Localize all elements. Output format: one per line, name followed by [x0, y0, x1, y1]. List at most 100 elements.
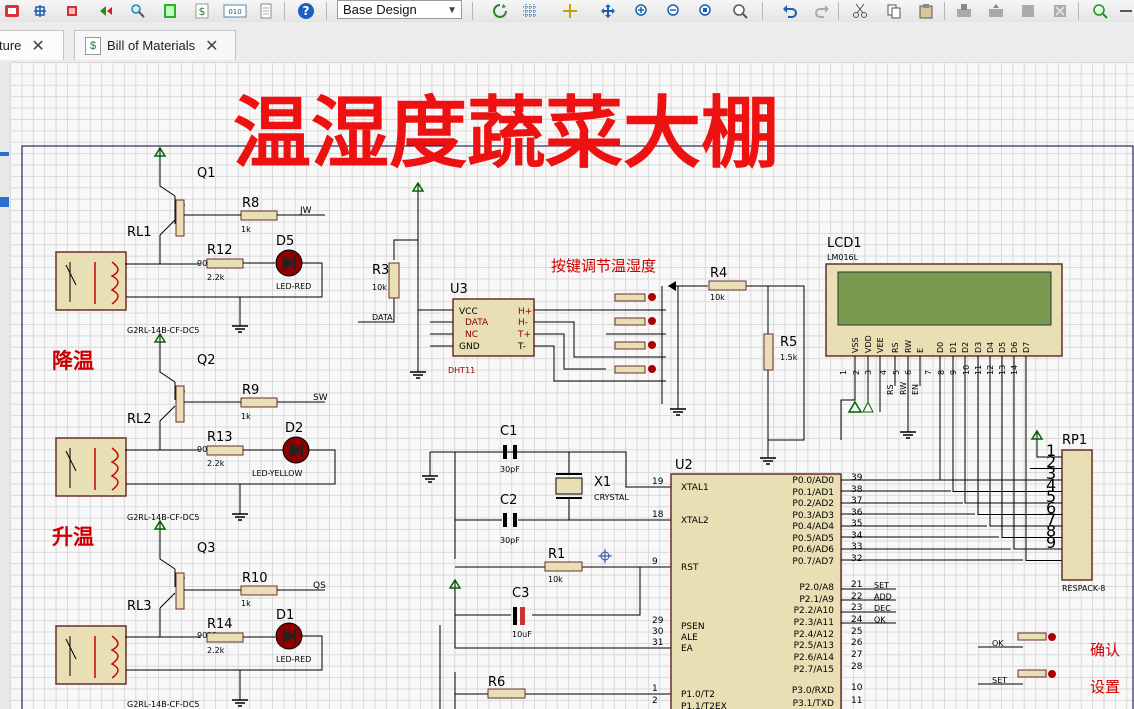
block-move-icon[interactable] — [986, 1, 1006, 21]
p2-net-label: OK — [874, 616, 886, 625]
mcu-pin-number: 9 — [652, 557, 658, 567]
bus-icon[interactable] — [2, 1, 22, 21]
mcu-pin-name: P0.3/AD3 — [792, 511, 834, 521]
mcu-pin-name: ALE — [681, 633, 698, 643]
svg-text:按键调节温湿度: 按键调节温湿度 — [551, 257, 656, 275]
mcu-pin-number: 11 — [851, 696, 862, 706]
tab-schematic[interactable]: ture ✕ — [0, 30, 64, 60]
lcd-pin-name: D3 — [974, 342, 983, 353]
block-delete-icon[interactable] — [1050, 1, 1070, 21]
lcd-pin-number: 1 — [839, 370, 848, 375]
svg-text:R10: R10 — [242, 571, 268, 586]
mcu-pin-name: P1.1/T2EX — [681, 702, 727, 709]
audio-icon[interactable] — [62, 1, 82, 21]
zoom-all-icon[interactable] — [696, 1, 716, 21]
component-icon[interactable] — [30, 1, 50, 21]
more-icon[interactable] — [1116, 1, 1134, 21]
ok-set-buttons[interactable]: 确认 设置 OK SET — [978, 632, 1120, 696]
reset-circuit[interactable]: R1 10k C3 10uF R6 — [439, 547, 671, 709]
svg-text:10k: 10k — [548, 575, 563, 584]
zoom-in-icon[interactable] — [632, 1, 652, 21]
tab-bill-of-materials[interactable]: $ Bill of Materials ✕ — [74, 30, 236, 60]
block-rotate-icon[interactable] — [1018, 1, 1038, 21]
close-icon[interactable]: ✕ — [205, 37, 219, 55]
lcd-module[interactable]: LCD1 LM016L VSS1VDD2VEE3RS4RW5E6D07D18D2… — [825, 236, 1063, 561]
mcu-pin-name: P2.3/A11 — [794, 618, 834, 628]
lcd-pin-number: 9 — [949, 370, 958, 375]
mcu-pin-name: P0.0/AD0 — [792, 476, 834, 486]
mcu-8051[interactable]: U2 19XTAL118XTAL29RST29PSEN30ALE31EA1P1.… — [652, 458, 1023, 709]
relay-stage-1[interactable]: RL1 G2RL-14B-CF-DC5 Q1 R8 1k JW R12 9012… — [52, 147, 325, 373]
svg-text:U3: U3 — [450, 282, 468, 297]
mcu-pin-number: 27 — [851, 650, 862, 660]
lcd-pin-number: 10 — [962, 365, 971, 375]
report-icon[interactable] — [128, 1, 148, 21]
svg-text:LM016L: LM016L — [827, 253, 859, 262]
mcu-pin-number: 34 — [851, 531, 863, 541]
svg-text:LCD1: LCD1 — [827, 236, 862, 251]
svg-text:D1: D1 — [276, 608, 294, 623]
lcd-pin-name: VEE — [876, 337, 885, 353]
zoom-out-icon[interactable] — [664, 1, 684, 21]
mcu-pin-number: 25 — [851, 627, 862, 637]
cut-icon[interactable] — [850, 1, 870, 21]
svg-text:10uF: 10uF — [512, 630, 532, 639]
mcu-pin-name: P3.0/RXD — [792, 686, 834, 696]
mcu-pin-number: 36 — [851, 508, 863, 518]
relay-stage-2[interactable]: RL2 G2RL-14B-CF-DC5 Q2 R9 1k SW R13 9012… — [52, 333, 336, 549]
origin-icon[interactable] — [560, 1, 580, 21]
svg-text:R5: R5 — [780, 335, 797, 350]
grid-icon[interactable] — [520, 1, 540, 21]
lcd-pin-number: 13 — [998, 365, 1007, 375]
block-copy-icon[interactable] — [954, 1, 974, 21]
lcd-pin-name: D5 — [998, 342, 1007, 353]
svg-text:LED-YELLOW: LED-YELLOW — [252, 469, 302, 478]
rp-pin-number: 7 — [1046, 510, 1056, 529]
dollar-icon[interactable]: $ — [192, 1, 212, 21]
mcu-pin-name: P2.4/A12 — [794, 630, 834, 640]
help-icon[interactable]: ? — [296, 1, 316, 21]
lcd-pin-number: 5 — [892, 370, 901, 375]
lcd-net-label: RW — [899, 382, 908, 395]
svg-text:DHT11: DHT11 — [448, 366, 475, 375]
main-toolbar: $ 010 ? Base Design▼ — [0, 0, 1134, 23]
copy-icon[interactable] — [884, 1, 904, 21]
relay-stage-3[interactable]: RL3 G2RL-14B-CF-DC5 Q3 R10 1k QS R14 901… — [55, 520, 326, 709]
svg-text:R1: R1 — [548, 547, 565, 562]
tab-label: Bill of Materials — [107, 38, 196, 53]
lcd-pin-name: D4 — [986, 342, 995, 353]
label-heat: 升温 — [52, 525, 94, 549]
lcd-net-label: EN — [911, 384, 920, 395]
svg-text:1k: 1k — [241, 225, 251, 234]
mcu-pin-name: P2.1/A9 — [799, 595, 834, 605]
binary-icon[interactable]: 010 — [222, 1, 248, 21]
close-icon[interactable]: ✕ — [31, 37, 45, 55]
undo-icon[interactable] — [780, 1, 800, 21]
document-icon[interactable] — [256, 1, 276, 21]
r4-r5-divider[interactable]: R4 10k R5 1.5k — [668, 266, 805, 465]
design-select[interactable]: Base Design▼ — [337, 0, 462, 19]
svg-text:30pF: 30pF — [500, 536, 520, 545]
svg-text:OK: OK — [992, 639, 1004, 648]
p2-net-label: DEC — [874, 604, 891, 613]
svg-text:VCC: VCC — [459, 307, 478, 317]
key-buttons[interactable]: 按键调节温湿度 — [551, 257, 687, 416]
dht11-sensor[interactable]: R3 10k DATA U3 DHT11 VCC DATA NC GND H+ … — [358, 182, 606, 382]
zoom-area-icon[interactable] — [730, 1, 750, 21]
svg-text:R6: R6 — [488, 675, 505, 690]
lcd-pin-number: 7 — [924, 370, 933, 375]
schematic-canvas[interactable]: 温湿度蔬菜大棚 RL1 G2RL-14B-CF-DC5 Q1 R8 1k JW … — [10, 62, 1134, 709]
paste-icon[interactable] — [916, 1, 936, 21]
svg-text:C3: C3 — [512, 586, 529, 601]
zoom-search-icon[interactable] — [96, 1, 116, 21]
crystal-circuit[interactable]: C1 30pF C2 30pF X1 CRYSTAL — [421, 424, 671, 559]
schematic-title: 温湿度蔬菜大棚 — [233, 89, 779, 179]
dollar-icon-1[interactable] — [160, 1, 180, 21]
pan-icon[interactable] — [598, 1, 618, 21]
pick-device-icon[interactable] — [1090, 1, 1110, 21]
svg-text:RL1: RL1 — [127, 225, 152, 240]
refresh-icon[interactable] — [490, 1, 510, 21]
svg-text:NC: NC — [465, 330, 478, 340]
redo-icon[interactable] — [812, 1, 832, 21]
